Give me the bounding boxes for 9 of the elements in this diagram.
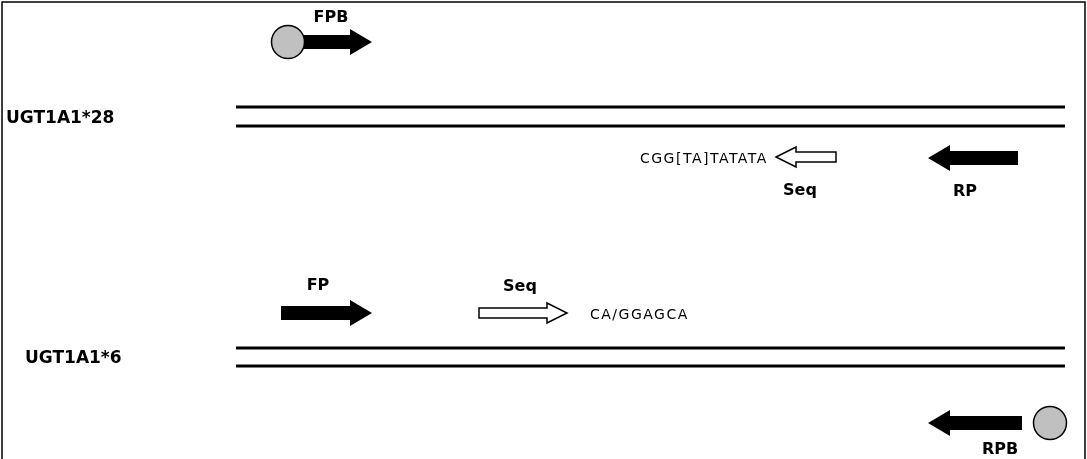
sequence-text: CA/GGAGCA bbox=[590, 307, 689, 321]
primer-label: RP bbox=[953, 183, 977, 199]
primer-label: Seq bbox=[503, 278, 537, 294]
primer-label: FP bbox=[306, 277, 330, 293]
primer-label: FPB bbox=[313, 9, 349, 25]
primer-label: Seq bbox=[783, 182, 817, 198]
allele-label: UGT1A1*28 bbox=[6, 109, 115, 126]
allele-label: UGT1A1*6 bbox=[25, 349, 122, 366]
primer-label: RPB bbox=[981, 441, 1019, 457]
